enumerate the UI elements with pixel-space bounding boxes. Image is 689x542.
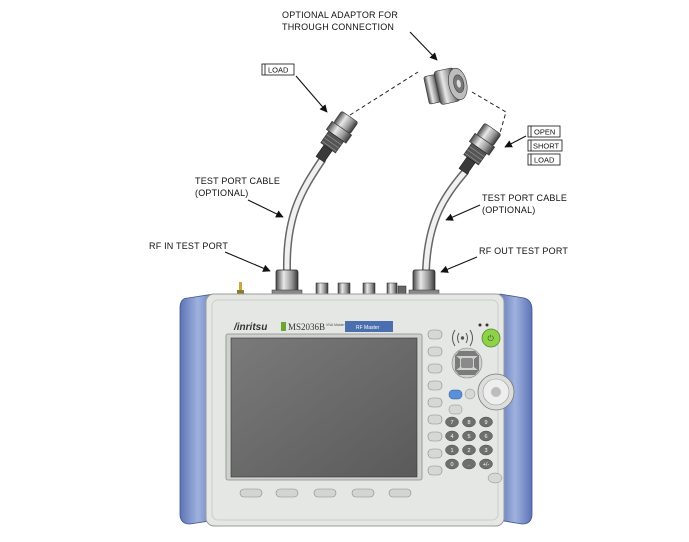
side-key-esc[interactable] [427,329,443,340]
top-connectors [237,269,440,297]
test-port-cable-label-left: TEST PORT CABLE (OPTIONAL) [195,176,280,198]
keypad-key-7[interactable] [462,444,476,456]
rf-out-port [412,269,436,293]
calibration-tags-right: OPEN SHORT LOAD [527,125,563,166]
bottom-key-4[interactable] [351,488,375,498]
wireless-icon [452,329,473,347]
arrow-down-key[interactable] [455,370,479,375]
keypad-key-label: 9 [484,420,487,426]
rotary-knob[interactable] [477,373,515,411]
load-left-text: LOAD [268,66,289,75]
open-tag: OPEN [527,125,561,138]
side-key-4[interactable] [427,397,443,408]
test-port-cable-right [422,123,501,274]
keypad-key-label: 1 [450,448,453,454]
load-tag-right: LOAD [527,153,561,166]
master-badge [345,321,393,332]
bottom-soft-keys [239,488,412,498]
keypad-key-5[interactable] [479,430,493,442]
side-key-8[interactable] [427,465,443,476]
rf-out-test-port-label: RF OUT TEST PORT [479,246,568,256]
side-key-5[interactable] [427,414,443,425]
arrow-adaptor [409,31,438,61]
keypad-key-2[interactable] [479,416,493,428]
master-badge-text: RF Master [356,325,380,331]
arrow-cable-left [247,199,284,218]
keypad-key-8[interactable] [479,444,493,456]
keypad-key-label: 5 [467,434,470,440]
shift-key[interactable] [448,389,463,400]
keypad-key-label: 6 [484,434,487,440]
side-soft-keys [427,329,443,476]
arrow-rf-in [224,251,271,272]
cable-left-line1: TEST PORT CABLE [195,176,280,186]
rf-in-port [275,269,299,293]
adaptor-label: OPTIONAL ADAPTOR FOR THROUGH CONNECTION [282,10,398,32]
mode-key[interactable] [464,388,476,400]
short-text: SHORT [533,142,560,151]
open-text: OPEN [534,128,555,137]
model-sub: VNA Master [326,323,346,327]
numeric-keypad: 7 8 9 4 5 6 1 2 3 0. +/- [445,416,503,484]
arrow-cable-right [445,204,481,221]
keypad-key-label: . [468,462,470,468]
test-port-cable-left [282,111,358,274]
arrow-cal-right [504,135,527,148]
keypad-key-4[interactable] [462,430,476,442]
keypad-key-0[interactable] [445,416,459,428]
screen [230,337,418,478]
load-tag-left: LOAD [261,63,295,76]
directional-pad [451,347,483,379]
cable-left-line2: (OPTIONAL) [195,188,249,198]
arrow-left-key[interactable] [455,355,460,371]
right-bumper [497,293,533,525]
keypad-key-label: 8 [467,420,470,426]
arrow-load-left [295,75,328,113]
arrow-up-key[interactable] [455,351,479,356]
keypad-key-9[interactable] [445,458,459,470]
enter-center-key[interactable] [461,358,473,368]
bottom-key-3[interactable] [313,488,337,498]
load-right-text: LOAD [534,156,555,165]
bottom-key-5[interactable] [388,488,412,498]
cable-right-line1: TEST PORT CABLE [482,193,567,203]
keypad-key-6[interactable] [445,444,459,456]
keypad-key-1[interactable] [462,416,476,428]
adaptor-connector [423,67,468,105]
bottom-key-2[interactable] [275,488,299,498]
instrument: /inritsu MS2036B VNA Master RF Master [179,269,533,527]
keypad-key-label: 3 [484,448,487,454]
side-key-7[interactable] [427,448,443,459]
bottom-key-1[interactable] [239,488,263,498]
keypad-key-label: 4 [450,434,453,440]
power-button[interactable] [481,328,501,348]
arrow-rf-out [440,256,478,273]
keypad-key-11[interactable] [479,458,493,470]
menu-key[interactable] [448,404,463,415]
brand-logo: /inritsu [233,322,267,333]
enter-key[interactable] [487,472,503,484]
side-key-2[interactable] [427,363,443,374]
keypad-key-label: +/- [483,462,490,468]
side-key-6[interactable] [427,431,443,442]
keypad-key-10[interactable] [462,458,476,470]
keypad-key-3[interactable] [445,430,459,442]
power-icon: ⏻ [488,334,495,343]
keypad-key-label: 0 [450,462,453,468]
side-key-1[interactable] [427,346,443,357]
brand-bar: /inritsu MS2036B VNA Master RF Master [233,321,393,333]
adaptor-label-line1: OPTIONAL ADAPTOR FOR [282,10,398,20]
keypad-key-label: 7 [450,420,453,426]
leader-arrows [224,31,527,273]
model-number: MS2036B [288,322,325,332]
test-port-cable-label-right: TEST PORT CABLE (OPTIONAL) [482,193,567,215]
arrow-right-key[interactable] [474,355,479,371]
keypad-key-label: 2 [467,448,470,454]
side-key-3[interactable] [427,380,443,391]
rf-in-test-port-label: RF IN TEST PORT [149,241,228,251]
short-tag: SHORT [527,139,563,152]
adaptor-label-line2: THROUGH CONNECTION [282,22,394,32]
cable-right-line2: (OPTIONAL) [482,205,536,215]
